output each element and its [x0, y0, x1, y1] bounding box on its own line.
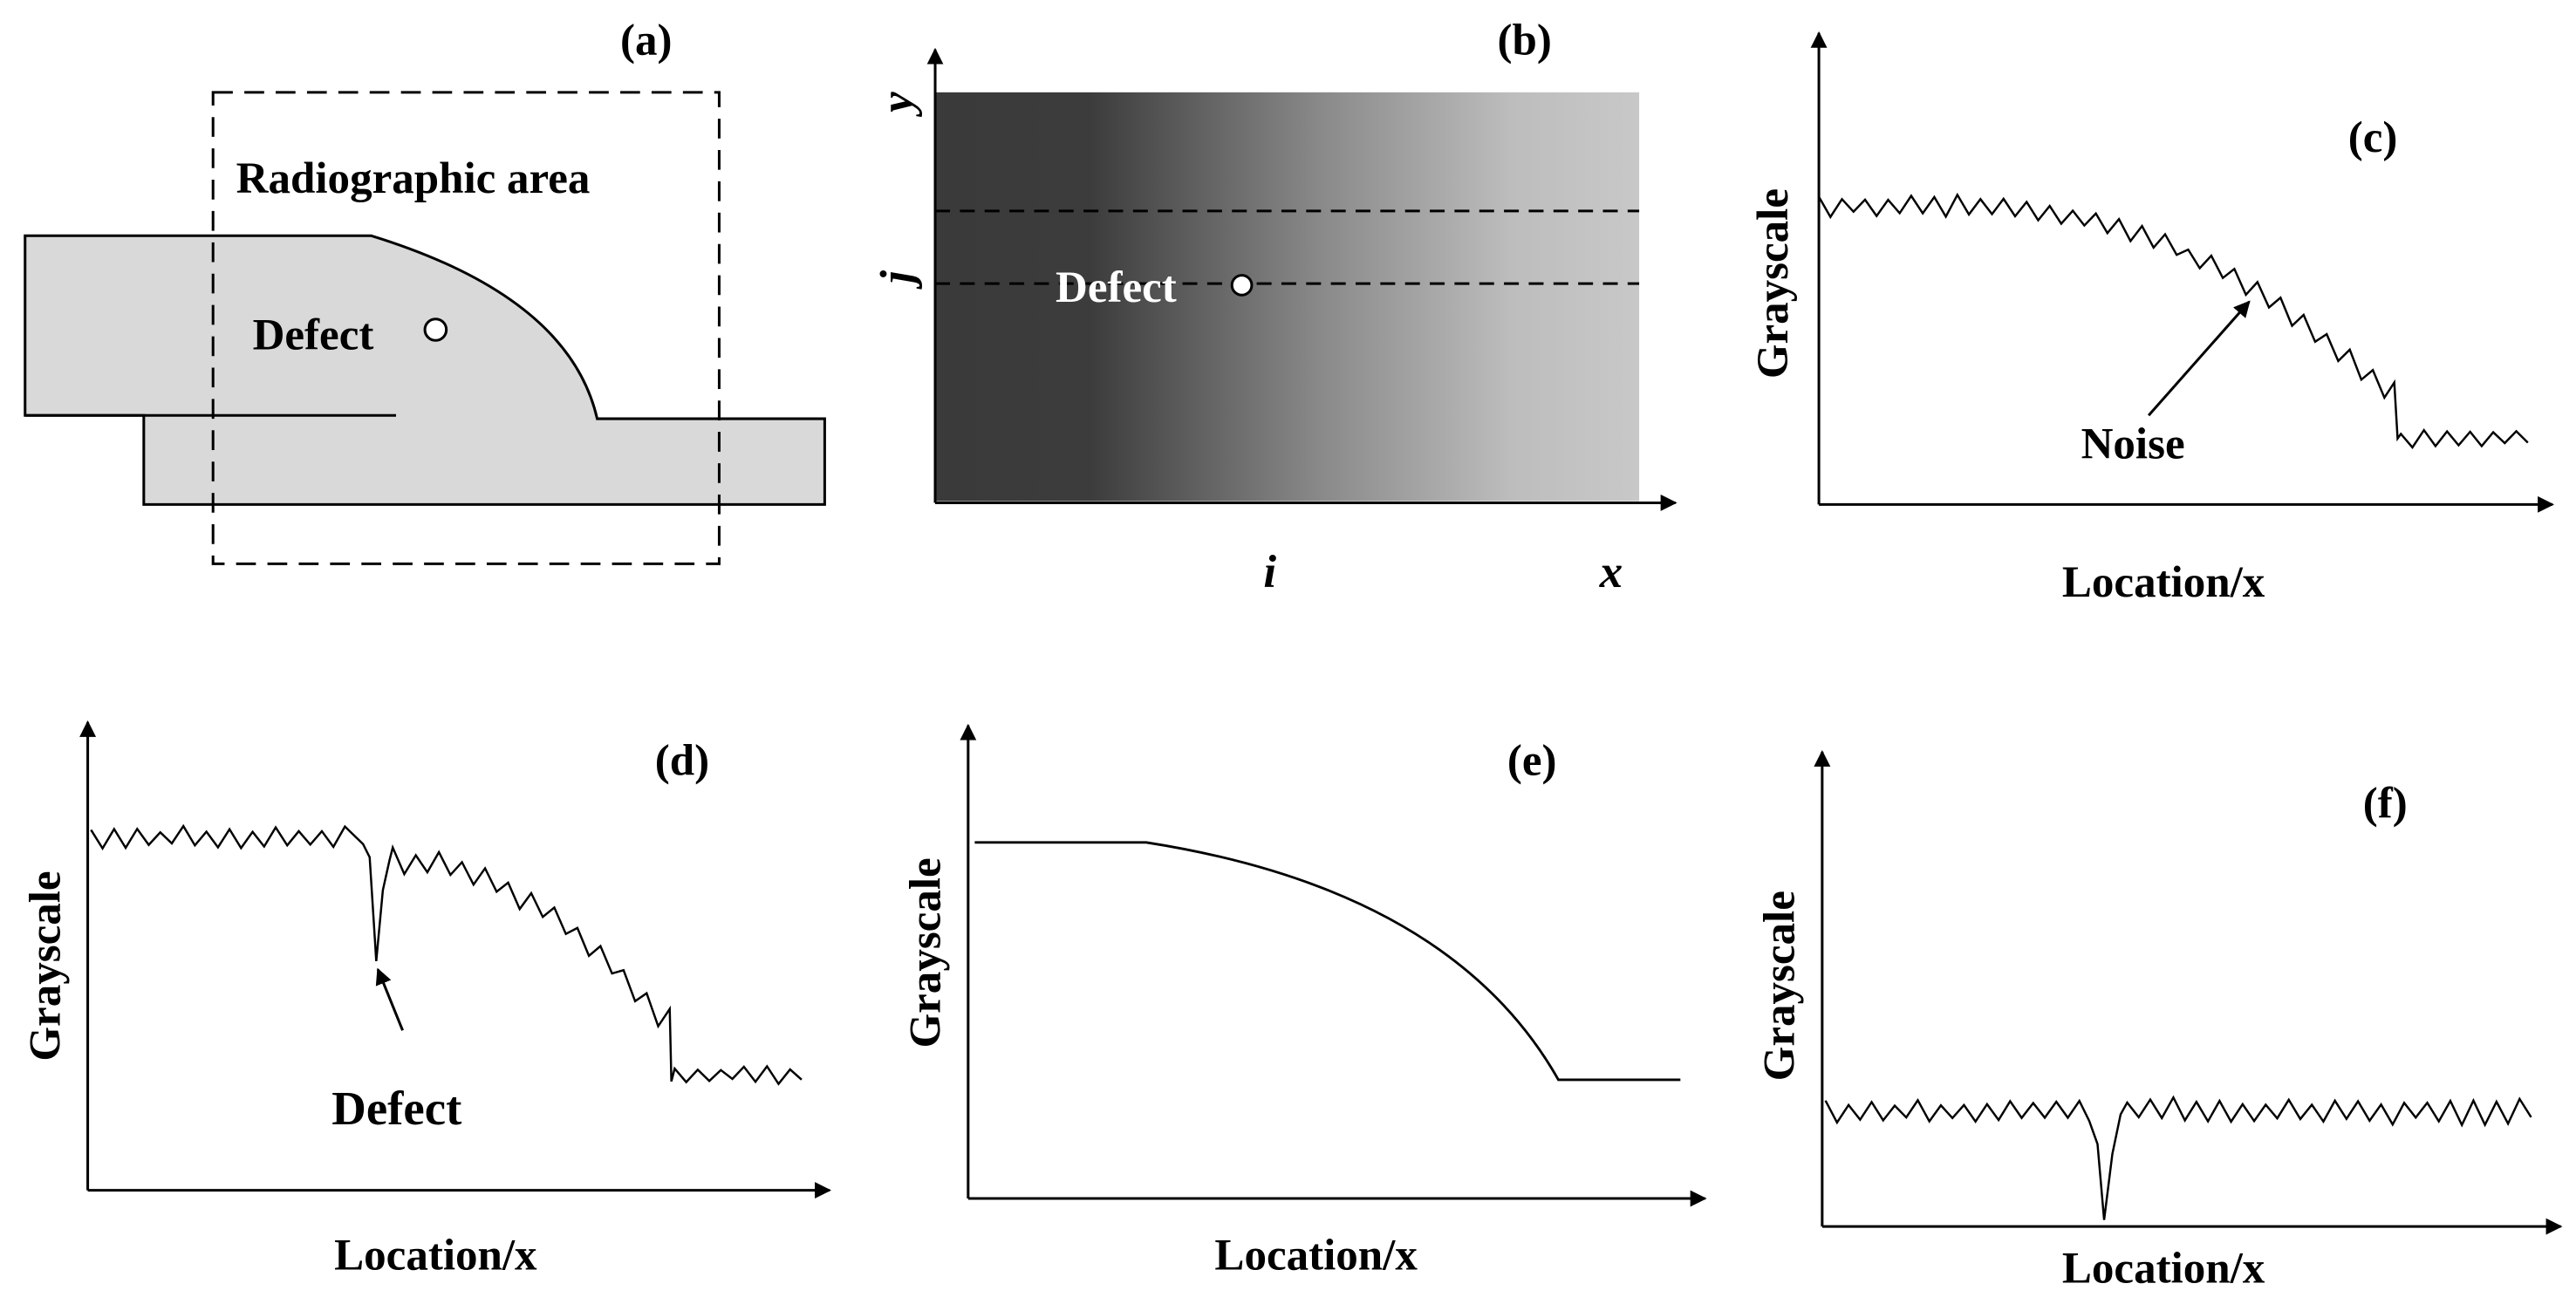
panel-label-b: (b) — [1498, 16, 1552, 65]
panel-b: (b) Defect y j i x — [872, 16, 1677, 597]
panel-label-e: (e) — [1507, 736, 1557, 785]
panel-label-c: (c) — [2348, 113, 2398, 162]
grayscale-profile-f — [1824, 1095, 2532, 1220]
grayscale-profile-d — [90, 823, 803, 1086]
grayscale-profile-c — [1818, 192, 2529, 449]
panel-label-a: (a) — [620, 16, 673, 65]
panel-a: (a) Radiographic area Defect — [24, 16, 826, 565]
panel-e: (e) Grayscale Location/x — [902, 723, 1707, 1280]
panel-f: (f) Grayscale Location/x — [1756, 749, 2563, 1293]
smoothed-profile-e — [974, 841, 1681, 1082]
panel-label-d: (d) — [655, 736, 709, 785]
radiographic-area-box — [211, 91, 721, 565]
panel-d: (d) Defect Grayscale Location/x — [21, 720, 831, 1280]
radiograph-image — [935, 92, 1640, 502]
x-axis-label-e: Location/x — [1214, 1231, 1418, 1280]
x-axis-label-f: Location/x — [2062, 1244, 2265, 1293]
j-index-label: j — [872, 270, 923, 290]
x-axis-label-b: x — [1599, 547, 1623, 597]
y-axis-label-d: Grayscale — [21, 870, 70, 1061]
defect-marker-b — [1230, 274, 1254, 297]
defect-label-d: Defect — [331, 1082, 461, 1135]
defect-marker — [423, 317, 448, 342]
i-index-label: i — [1263, 547, 1276, 597]
noise-arrow — [2147, 300, 2251, 417]
defect-label-b: Defect — [1056, 263, 1177, 312]
part-outline — [24, 234, 826, 506]
y-axis-label-c: Grayscale — [1749, 188, 1798, 379]
radiographic-area-label: Radiographic area — [236, 154, 591, 203]
y-axis-label-b: y — [872, 92, 923, 118]
x-axis-label-c: Location/x — [2062, 558, 2265, 607]
defect-arrow — [375, 967, 404, 1031]
panel-label-f: (f) — [2363, 779, 2408, 828]
noise-label: Noise — [2081, 420, 2185, 468]
defect-label-a: Defect — [253, 311, 374, 360]
panel-c: (c) Noise Grayscale Location/x — [1749, 31, 2555, 607]
y-axis-label-f: Grayscale — [1756, 891, 1805, 1081]
y-axis-label-e: Grayscale — [902, 857, 951, 1048]
x-axis-label-d: Location/x — [334, 1231, 537, 1280]
